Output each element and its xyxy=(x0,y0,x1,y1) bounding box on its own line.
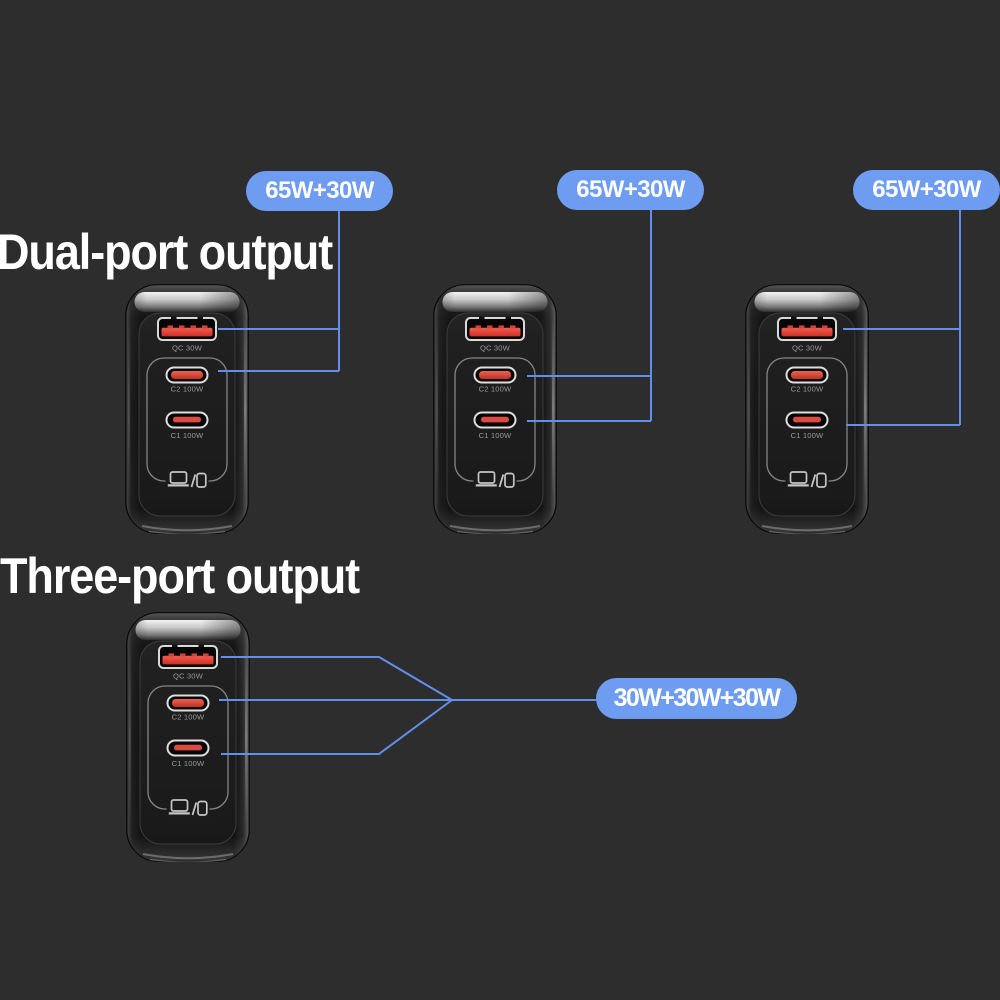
charger-dual-2: QC 30W C2 100W C1 100W xyxy=(433,284,557,534)
callout-pill-three-port: 30W+30W+30W xyxy=(596,678,797,719)
usb-a-port-label: QC 30W xyxy=(172,344,203,353)
charger-artwork: QC 30W C2 100W C1 100W xyxy=(745,284,869,534)
usb-c2-port-label: C2 100W xyxy=(172,713,205,722)
usb-c2-port-label: C2 100W xyxy=(479,385,512,394)
usb-a-port-label: QC 30W xyxy=(792,344,823,353)
charger-graphic xyxy=(433,284,557,534)
usb-c1-port-label: C1 100W xyxy=(172,759,205,768)
heading-dual-port-output: Dual-port output xyxy=(0,224,333,280)
callout-pill-dual-3: 65W+30W xyxy=(853,170,1000,210)
usb-c2-port-label: C2 100W xyxy=(171,385,204,394)
charger-dual-3: QC 30W C2 100W C1 100W xyxy=(745,284,869,534)
callout-pill-dual-2: 65W+30W xyxy=(557,170,704,210)
charger-graphic xyxy=(126,612,250,862)
charger-three-port: QC 30W C2 100W C1 100W xyxy=(126,612,250,862)
usb-c2-port-label: C2 100W xyxy=(791,385,824,394)
usb-c1-port-label: C1 100W xyxy=(791,431,824,440)
charger-artwork: QC 30W C2 100W C1 100W xyxy=(125,284,249,534)
charger-graphic xyxy=(745,284,869,534)
usb-a-port-label: QC 30W xyxy=(173,672,204,681)
heading-three-port-output: Three-port output xyxy=(0,548,360,604)
charger-graphic xyxy=(125,284,249,534)
usb-a-port-label: QC 30W xyxy=(480,344,511,353)
charger-dual-1: QC 30W C2 100W C1 100W xyxy=(125,284,249,534)
charger-artwork: QC 30W C2 100W C1 100W xyxy=(126,612,250,862)
usb-c1-port-label: C1 100W xyxy=(479,431,512,440)
charger-artwork: QC 30W C2 100W C1 100W xyxy=(433,284,557,534)
callout-pill-dual-1: 65W+30W xyxy=(246,171,393,211)
connector-three-port xyxy=(219,656,597,755)
usb-c1-port-label: C1 100W xyxy=(171,431,204,440)
